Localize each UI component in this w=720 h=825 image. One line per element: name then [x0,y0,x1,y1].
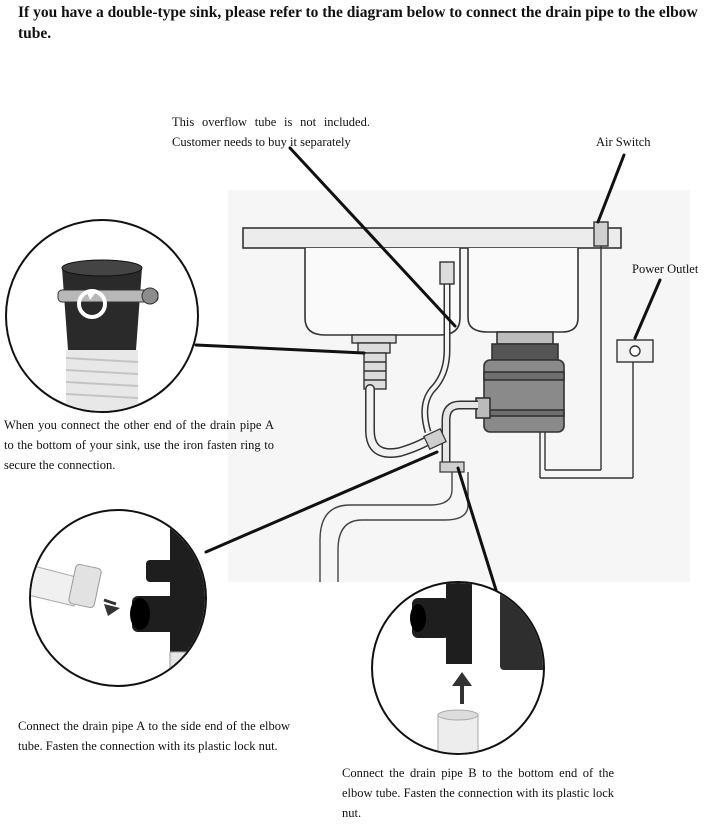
power-outlet [539,339,654,479]
elbow-side-nut [423,428,447,450]
bottom-connection-caption: Connect the drain pipe B to the bottom e… [342,766,614,820]
bottom-connection-leader [456,466,498,592]
leader-lines [194,146,662,592]
countertop [242,227,622,249]
air-switch-leader [596,153,626,224]
rotate-arrow-icon [77,289,107,319]
page-heading: If you have a double-type sink, please r… [18,4,698,42]
power-outlet-leader [633,278,662,340]
side-connection-caption: Connect the drain pipe A to the side end… [18,719,290,753]
detail-side-connection [29,509,207,687]
air-switch-label: Air Switch [596,135,651,149]
detail-sink-connection [5,219,199,413]
left-sink-bowl [304,248,461,336]
overflow-leader [288,146,457,328]
air-switch [544,221,609,471]
detail-bottom-connection [371,581,545,755]
overflow-fitting [439,261,455,285]
overflow-note: This overflow tube is not included. Cust… [172,115,370,149]
power-outlet-label: Power Outlet [632,262,699,276]
elbow-bottom-nut [439,461,465,473]
right-sink-bowl [467,248,579,333]
drain-pipe-b [319,472,453,582]
side-connection-leader [204,450,439,554]
garbage-disposer [475,331,565,433]
sink-connection-leader [194,343,366,355]
sink-connection-caption: When you connect the other end of the dr… [4,418,274,472]
right-arrow-icon [104,604,120,616]
left-sink-strainer [351,334,397,390]
